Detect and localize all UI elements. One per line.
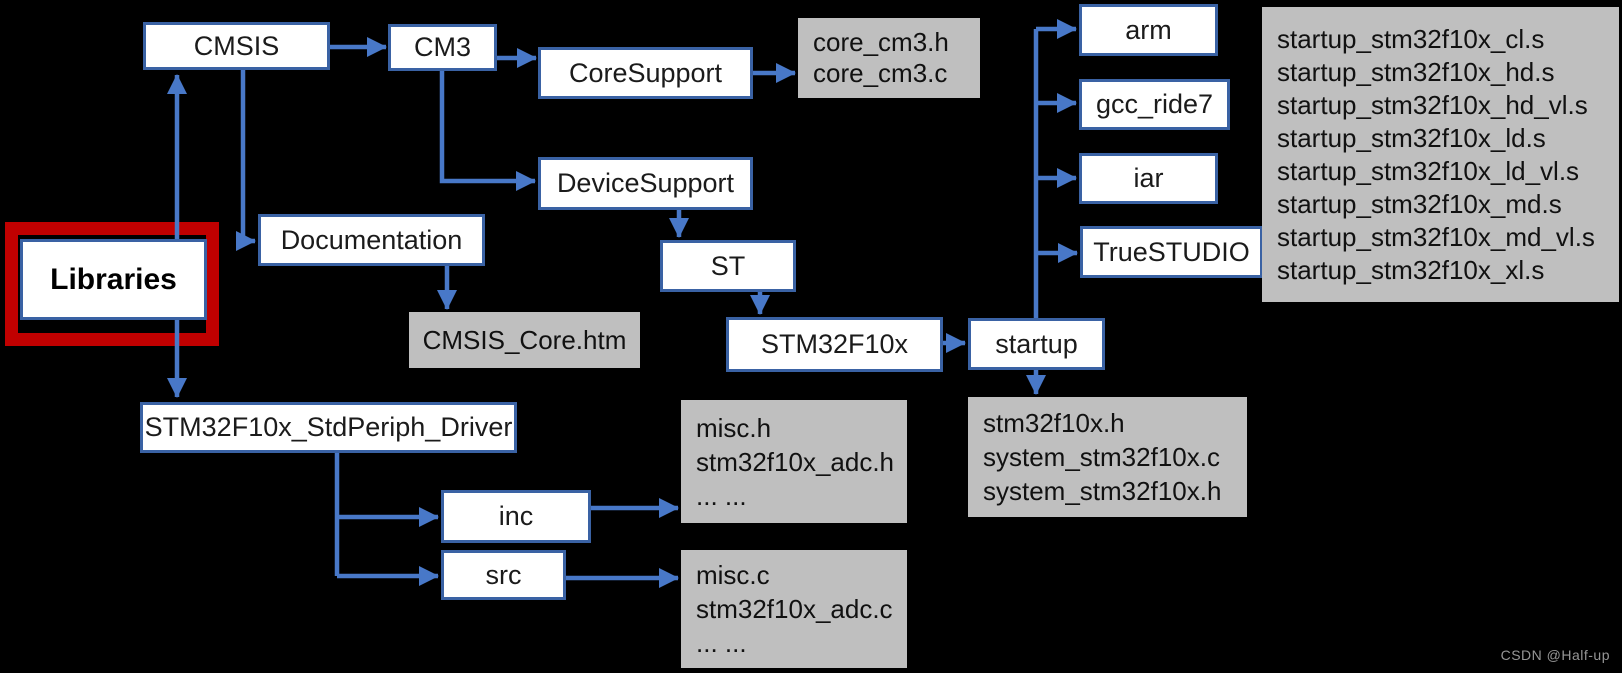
node-gcc-ride7: gcc_ride7: [1079, 79, 1230, 130]
file-line: ... ...: [696, 628, 747, 658]
watermark: CSDN @Half-up: [1500, 647, 1610, 663]
node-documentation: Documentation: [258, 214, 485, 266]
node-libraries: Libraries: [20, 239, 207, 320]
file-line: stm32f10x_adc.h: [696, 446, 895, 477]
file-line: startup_stm32f10x_hd.s: [1277, 56, 1555, 87]
filebox-core-cm3: core_cm3.h core_cm3.c: [798, 18, 980, 98]
file-line: core_cm3.c: [813, 58, 948, 88]
node-startup: startup: [968, 318, 1105, 370]
arrow-cmsis-documentation: [236, 70, 256, 251]
file-line: ... ...: [696, 480, 747, 511]
arrow-cm3-devicesupport: [439, 71, 536, 191]
node-src: src: [441, 550, 566, 600]
red-highlight-frame: [5, 222, 219, 346]
filebox-cmsis-core-htm: CMSIS_Core.htm: [409, 312, 640, 368]
node-st: ST: [660, 240, 796, 292]
node-stm32f10x: STM32F10x: [726, 317, 943, 372]
node-arm: arm: [1079, 4, 1218, 56]
file-line: stm32f10x.h: [983, 408, 1125, 438]
file-line: misc.h: [696, 412, 772, 443]
file-line: startup_stm32f10x_hd_vl.s: [1277, 89, 1588, 120]
node-stdperiph-driver: STM32F10x_StdPeriph_Driver: [140, 402, 517, 453]
file-line: startup_stm32f10x_md_vl.s: [1277, 221, 1595, 252]
file-line: misc.c: [696, 560, 770, 590]
file-line: startup_stm32f10x_cl.s: [1277, 23, 1545, 54]
filebox-startup-files: startup_stm32f10x_cl.s startup_stm32f10x…: [1262, 7, 1619, 302]
node-devicesupport: DeviceSupport: [538, 157, 753, 210]
file-line: startup_stm32f10x_ld_vl.s: [1277, 155, 1580, 186]
file-line: startup_stm32f10x_ld.s: [1277, 122, 1546, 153]
node-truestudio: TrueSTUDIO: [1080, 226, 1263, 278]
node-cm3: CM3: [388, 24, 497, 71]
node-iar: iar: [1079, 153, 1218, 204]
file-line: stm32f10x_adc.c: [696, 594, 893, 624]
node-coresupport: CoreSupport: [538, 47, 753, 99]
file-line: startup_stm32f10x_xl.s: [1277, 254, 1545, 285]
node-cmsis: CMSIS: [143, 22, 330, 70]
filebox-src-files: misc.c stm32f10x_adc.c ... ...: [681, 550, 907, 668]
file-line: core_cm3.h: [813, 27, 949, 57]
file-line: system_stm32f10x.c: [983, 442, 1220, 472]
file-line: system_stm32f10x.h: [983, 476, 1222, 506]
filebox-stm32f10x-files: stm32f10x.h system_stm32f10x.c system_st…: [968, 397, 1247, 517]
filebox-inc-files: misc.h stm32f10x_adc.h ... ...: [681, 400, 907, 523]
file-line: startup_stm32f10x_md.s: [1277, 188, 1562, 219]
node-inc: inc: [441, 490, 591, 543]
file-line: CMSIS_Core.htm: [422, 324, 627, 355]
